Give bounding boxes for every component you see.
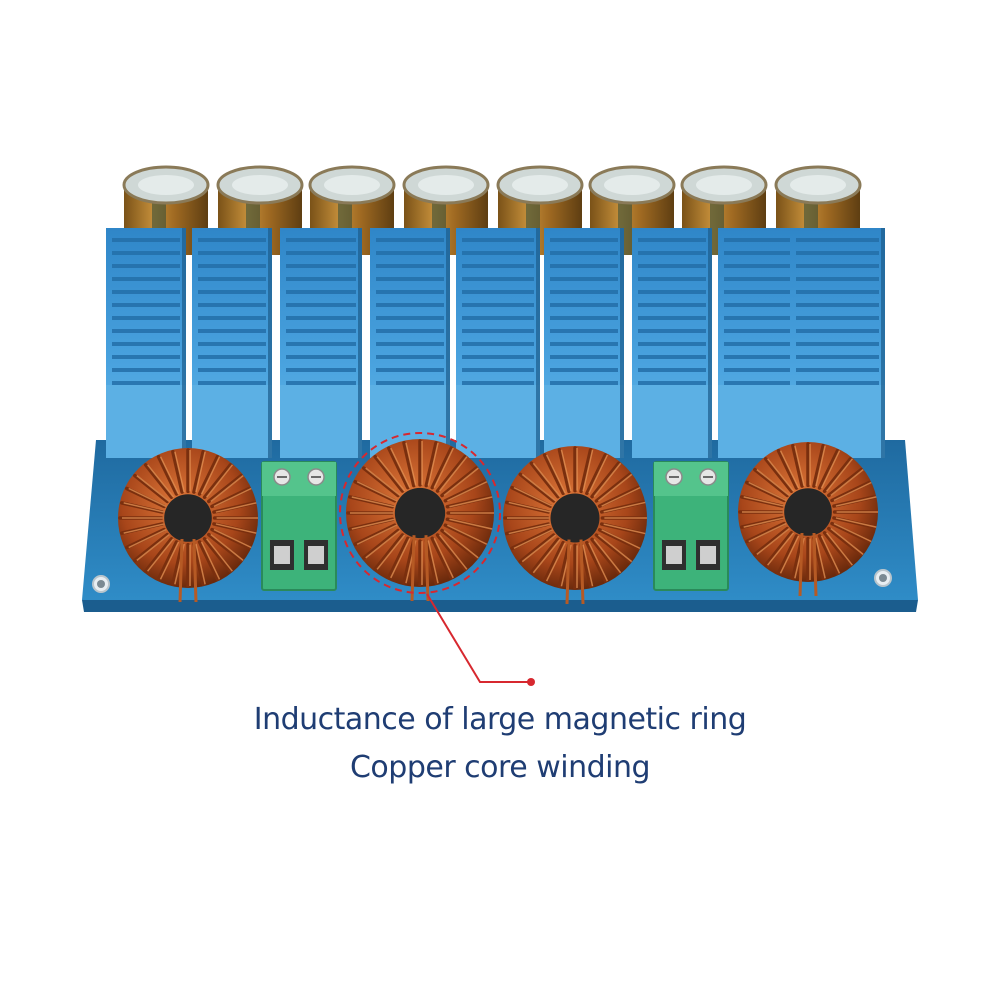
inductor-row xyxy=(118,439,878,605)
heatsink-block xyxy=(106,228,186,458)
callout xyxy=(339,432,535,686)
capacitor xyxy=(680,165,768,255)
callout-circle xyxy=(339,432,501,594)
caption-subtitle: Copper core winding xyxy=(349,750,651,785)
toroidal-inductor xyxy=(738,442,878,597)
callout-dot xyxy=(527,678,535,686)
callout-leader-line xyxy=(426,593,530,683)
heatsink xyxy=(106,228,885,458)
terminal-block xyxy=(261,461,337,591)
toroidal-inductor xyxy=(503,446,647,605)
toroidal-inductor xyxy=(346,439,494,602)
caption-title: Inductance of large magnetic ring xyxy=(253,702,747,737)
terminal-block xyxy=(653,461,729,591)
heatsink-block xyxy=(370,228,450,458)
heatsink-block xyxy=(192,228,272,458)
heatsink-block xyxy=(632,228,712,458)
heatsink-block xyxy=(280,228,362,458)
terminal-block-row xyxy=(261,461,729,591)
heatsink-block xyxy=(718,228,800,458)
heatsink-block xyxy=(544,228,624,458)
heatsink-block xyxy=(790,228,885,458)
heatsink-block xyxy=(456,228,540,458)
toroidal-inductor xyxy=(118,448,258,603)
